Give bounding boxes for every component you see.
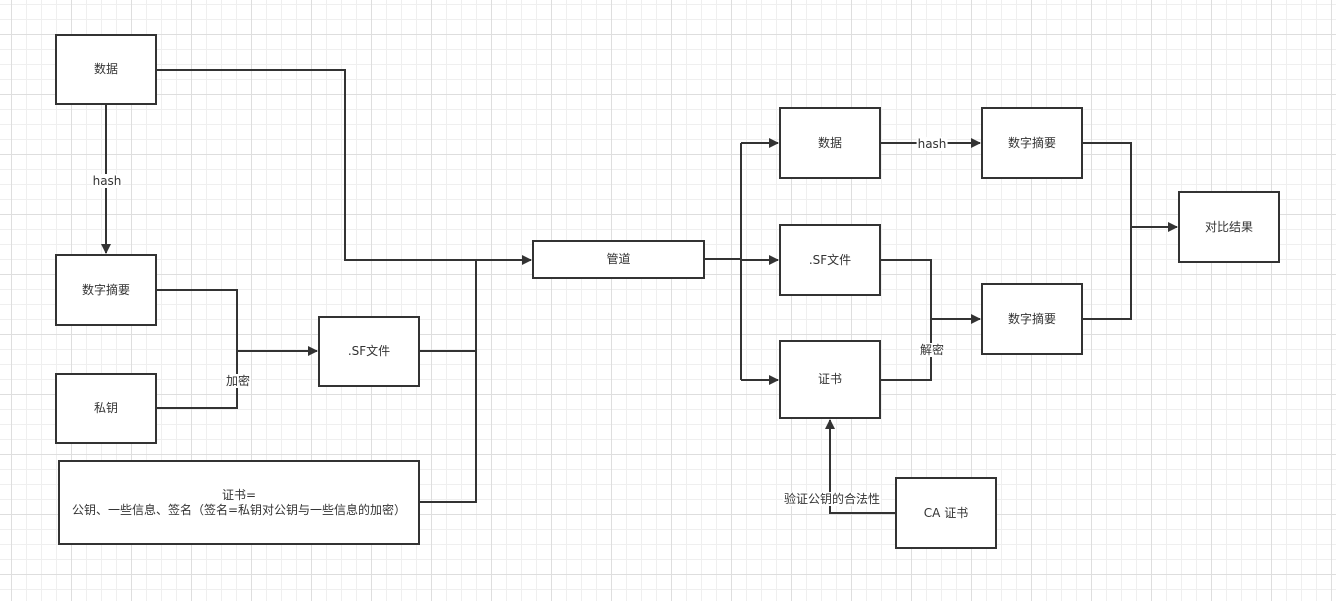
node-data-right[interactable]: 数据 bbox=[779, 107, 881, 179]
edge-data-to-pipeline bbox=[156, 69, 532, 265]
node-digest-right-bottom[interactable]: 数字摘要 bbox=[981, 283, 1083, 355]
node-label: .SF文件 bbox=[808, 252, 852, 267]
node-label: 对比结果 bbox=[1204, 219, 1253, 234]
edge-label-hash-left: hash bbox=[91, 174, 123, 188]
node-label: 数字摘要 bbox=[1007, 311, 1056, 326]
edge-label-decrypt: 解密 bbox=[918, 343, 946, 357]
node-certificate-def[interactable]: 证书= 公钥、一些信息、签名（签名=私钥对公钥与一些信息的加密） bbox=[58, 460, 420, 545]
node-certificate[interactable]: 证书 bbox=[779, 340, 881, 419]
node-compare-result[interactable]: 对比结果 bbox=[1178, 191, 1280, 263]
node-digest-right-top[interactable]: 数字摘要 bbox=[981, 107, 1083, 179]
edge-label-hash-right: hash bbox=[916, 137, 948, 151]
node-pipeline[interactable]: 管道 bbox=[532, 240, 705, 279]
node-label: 数据 bbox=[817, 135, 842, 150]
edge-ca-to-cert bbox=[825, 419, 896, 514]
node-label: 数字摘要 bbox=[81, 282, 130, 297]
node-label: CA 证书 bbox=[923, 505, 969, 520]
node-ca-certificate[interactable]: CA 证书 bbox=[895, 477, 997, 549]
node-label: 证书= 公钥、一些信息、签名（签名=私钥对公钥与一些信息的加密） bbox=[71, 487, 407, 517]
node-data-left[interactable]: 数据 bbox=[55, 34, 157, 105]
edge-label-verify-public-key: 验证公钥的合法性 bbox=[782, 492, 882, 506]
node-sf-file-right[interactable]: .SF文件 bbox=[779, 224, 881, 296]
node-label: 数字摘要 bbox=[1007, 135, 1056, 150]
node-label: .SF文件 bbox=[347, 344, 391, 358]
edge-digest-to-join bbox=[156, 289, 238, 409]
node-label: 管道 bbox=[606, 252, 631, 266]
edge-label-encrypt: 加密 bbox=[224, 374, 252, 388]
node-label: 数据 bbox=[93, 62, 118, 76]
node-sf-file-left[interactable]: .SF文件 bbox=[318, 316, 420, 387]
edge-digests-join bbox=[1082, 142, 1132, 320]
node-digest-left[interactable]: 数字摘要 bbox=[55, 254, 157, 326]
node-private-key[interactable]: 私钥 bbox=[55, 373, 157, 444]
edge-sf-cert-join bbox=[880, 259, 932, 381]
edge-cert-to-bus bbox=[419, 260, 477, 503]
node-label: 证书 bbox=[817, 372, 842, 386]
node-label: 私钥 bbox=[93, 401, 118, 415]
